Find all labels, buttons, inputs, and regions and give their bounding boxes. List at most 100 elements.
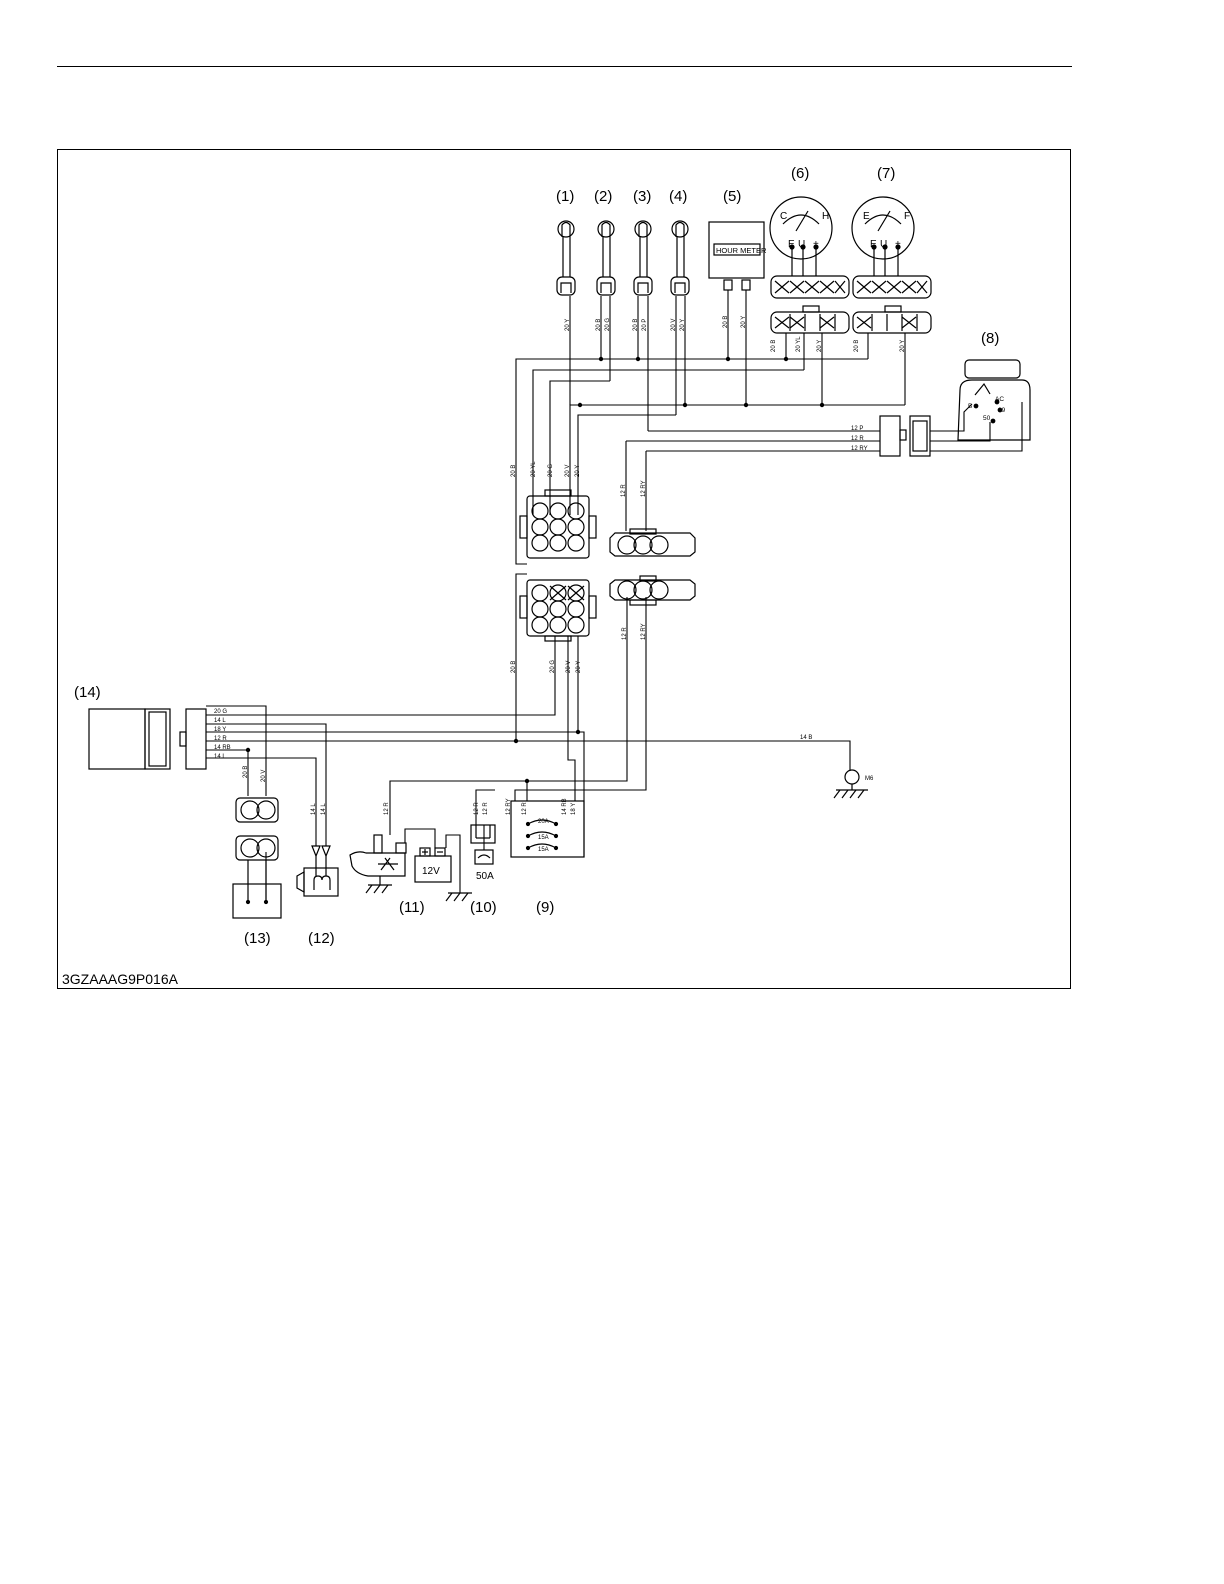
wire-label: 20 Y bbox=[576, 661, 582, 673]
fuel-full-label: F bbox=[904, 211, 910, 222]
wire-label: 20 Y bbox=[575, 465, 581, 477]
wire-label: 14 RB bbox=[562, 798, 568, 815]
wire-label: 20 Y bbox=[741, 316, 747, 328]
callout-2: (2) bbox=[594, 188, 612, 205]
fuel-u-label: U bbox=[880, 239, 887, 250]
wire-label: 14 L bbox=[214, 718, 226, 724]
wire-label: 18 Y bbox=[214, 727, 226, 733]
wire-label: 20 B bbox=[243, 766, 249, 778]
temp-hot-label: H bbox=[822, 211, 829, 222]
lamp-4 bbox=[670, 220, 690, 296]
lamp-1 bbox=[556, 220, 576, 296]
fusible-link-label: 50A bbox=[476, 871, 494, 882]
wire-label: 14 L bbox=[311, 803, 317, 815]
wire-label: 14 L bbox=[321, 803, 327, 815]
wire-label: 12 R bbox=[483, 802, 489, 815]
wire-labels-horizontal: 12 P 12 R 12 RY 20 G 14 L 18 Y 12 R 14 R… bbox=[214, 426, 868, 760]
wire-paths bbox=[206, 290, 1023, 902]
key-19-label: 19 bbox=[998, 407, 1006, 414]
wire-label: 20 V bbox=[566, 661, 572, 673]
temp-e-label: E bbox=[788, 239, 795, 250]
wire-label: 20 B bbox=[633, 319, 639, 331]
battery bbox=[414, 847, 472, 902]
wire-label: 20 B bbox=[723, 316, 729, 328]
wire-label: 20 B bbox=[596, 319, 602, 331]
fuse-15a-label-1: 15A bbox=[538, 835, 549, 841]
temp-u-label: U bbox=[798, 239, 805, 250]
wire-label: 20 Y bbox=[900, 340, 906, 352]
wire-label: 18 Y bbox=[571, 803, 577, 815]
wire-label: 14 L bbox=[214, 754, 226, 760]
lower-right-connector bbox=[609, 575, 696, 606]
wire-label: 20 G bbox=[605, 318, 611, 331]
callout-12: (12) bbox=[308, 930, 335, 947]
wire-label: 12 P bbox=[851, 426, 863, 432]
wire-label: 12 R bbox=[522, 802, 528, 815]
callout-13: (13) bbox=[244, 930, 271, 947]
fusible-link bbox=[470, 824, 496, 865]
wire-label: 12 R bbox=[851, 436, 864, 442]
starter-motor bbox=[349, 834, 407, 894]
callout-14: (14) bbox=[74, 684, 101, 701]
wire-label: 20 V bbox=[565, 465, 571, 477]
lamp-3 bbox=[633, 220, 653, 296]
top-rule bbox=[57, 66, 1072, 67]
callout-labels: (1) (2) (3) (4) (5) (6) (7) (8) (9) (10)… bbox=[74, 165, 999, 947]
fuel-gauge bbox=[851, 196, 932, 334]
figure-code: 3GZAAAG9P016A bbox=[62, 971, 178, 987]
sensor-unit bbox=[296, 845, 339, 897]
wire-labels-vertical: 20 Y 20 B 20 G 20 B 20 P 20 V 20 Y 20 B … bbox=[243, 316, 906, 815]
fuse-20a-label: 20A bbox=[538, 819, 549, 825]
wire-label: 20 Y bbox=[680, 319, 686, 331]
wire-label: 12 RY bbox=[641, 480, 647, 497]
temp-cold-label: C bbox=[780, 211, 787, 222]
temperature-gauge bbox=[769, 196, 850, 334]
fuse-box bbox=[510, 800, 585, 858]
wire-label: 14 RB bbox=[214, 745, 231, 751]
wire-label: 20 B bbox=[771, 340, 777, 352]
key-b-label: B bbox=[968, 403, 972, 410]
upper-connector bbox=[519, 489, 597, 559]
wire-label: 20 V bbox=[261, 770, 267, 782]
fuel-plus-label: + bbox=[895, 239, 901, 250]
wire-label: 20 V bbox=[671, 319, 677, 331]
lower-connector bbox=[519, 579, 597, 642]
ground-terminal bbox=[833, 769, 868, 799]
wire-label: 12 R bbox=[474, 802, 480, 815]
wire-label: 12 R bbox=[621, 484, 627, 497]
fuel-e-label: E bbox=[870, 239, 877, 250]
component-labels: HOUR METER C H E U + E F E U + B AC 19 5… bbox=[422, 211, 1006, 882]
wire-label: 20 YL bbox=[531, 461, 537, 477]
wire-label: 12 R bbox=[622, 627, 628, 640]
wire-label: 14 B bbox=[800, 735, 812, 741]
hour-meter-label: HOUR METER bbox=[716, 246, 767, 255]
wire-label: 12 R bbox=[214, 736, 227, 742]
wire-label: 20 Y bbox=[565, 319, 571, 331]
callout-4: (4) bbox=[669, 188, 687, 205]
callout-7: (7) bbox=[877, 165, 895, 182]
callout-10: (10) bbox=[470, 899, 497, 916]
junction-dots bbox=[245, 356, 825, 784]
key-switch bbox=[879, 359, 1031, 457]
harness-connector bbox=[88, 708, 207, 770]
wire-label: 20 P bbox=[642, 319, 648, 331]
fuel-empty-label: E bbox=[863, 211, 870, 222]
callout-6: (6) bbox=[791, 165, 809, 182]
wire-label: 12 RY bbox=[851, 446, 868, 452]
ground-label: M6 bbox=[865, 776, 874, 782]
wire-label: 12 RY bbox=[506, 798, 512, 815]
fuse-15a-label-2: 15A bbox=[538, 847, 549, 853]
wire-label: 20 B bbox=[854, 340, 860, 352]
oil-pressure-switch bbox=[232, 797, 282, 919]
wire-label: 20 G bbox=[550, 660, 556, 673]
callout-9: (9) bbox=[536, 899, 554, 916]
key-ac-label: AC bbox=[995, 396, 1004, 403]
wire-label: 20 G bbox=[548, 464, 554, 477]
key-50-label: 50 bbox=[983, 415, 991, 422]
wire-label: 20 G bbox=[214, 709, 227, 715]
callout-11: (11) bbox=[399, 899, 425, 916]
callout-5: (5) bbox=[723, 188, 741, 205]
battery-label: 12V bbox=[422, 866, 440, 877]
callout-3: (3) bbox=[633, 188, 651, 205]
